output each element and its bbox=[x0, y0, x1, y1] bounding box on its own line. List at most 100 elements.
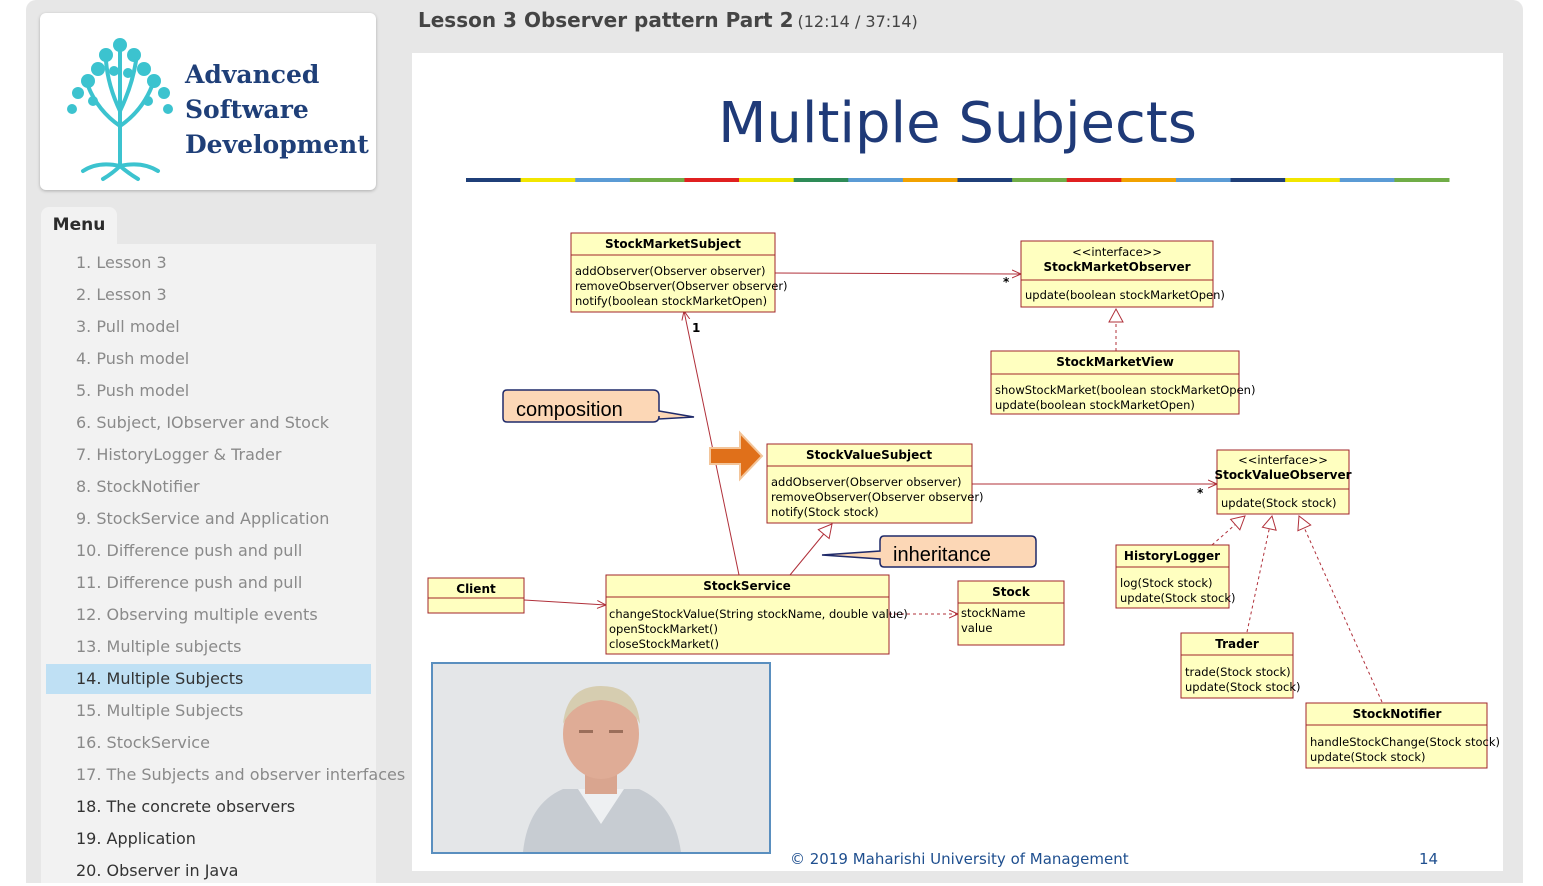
assoc-client-to-service bbox=[523, 599, 606, 605]
rainbow-segment bbox=[1339, 178, 1395, 182]
menu-item[interactable]: 6. Subject, IObserver and Stock bbox=[76, 413, 330, 432]
svg-text:Client: Client bbox=[456, 582, 496, 596]
presenter-video[interactable] bbox=[431, 662, 771, 854]
rainbow-segment bbox=[1285, 178, 1341, 182]
svg-text:log(Stock stock): log(Stock stock) bbox=[1120, 576, 1213, 590]
menu-item[interactable]: 13. Multiple subjects bbox=[76, 637, 242, 656]
menu-item[interactable]: 2. Lesson 3 bbox=[76, 285, 167, 304]
inheritance-service-to-svs bbox=[789, 523, 833, 576]
rainbow-segment bbox=[1012, 178, 1068, 182]
lesson-title: Lesson 3 Observer pattern Part 2(12:14 /… bbox=[418, 8, 918, 32]
composition-service-to-sms bbox=[684, 311, 740, 576]
menu-item[interactable]: 10. Difference push and pull bbox=[76, 541, 303, 560]
rainbow-segment bbox=[1066, 178, 1122, 182]
rainbow-segment bbox=[1175, 178, 1232, 182]
class-stock-service: StockService changeStockValue(String sto… bbox=[605, 574, 908, 655]
class-stock-value-subject: StockValueSubject addObserver(Observer o… bbox=[766, 443, 984, 524]
svg-text:Stock: Stock bbox=[992, 585, 1031, 599]
menu-item[interactable]: 9. StockService and Application bbox=[76, 509, 330, 528]
presenter-image bbox=[433, 664, 769, 852]
rainbow-segment bbox=[466, 178, 522, 182]
lesson-time: (12:14 / 37:14) bbox=[797, 12, 918, 31]
menu-item[interactable]: 3. Pull model bbox=[76, 317, 180, 336]
svg-text:update(boolean stockMarketOpen: update(boolean stockMarketOpen) bbox=[995, 398, 1195, 412]
menu-item[interactable]: 19. Application bbox=[76, 829, 196, 848]
svg-text:StockService: StockService bbox=[703, 579, 791, 593]
svg-text:inheritance: inheritance bbox=[893, 544, 991, 566]
menu-item[interactable]: 12. Observing multiple events bbox=[76, 605, 318, 624]
class-stock-market-subject: StockMarketSubject addObserver(Observer … bbox=[570, 232, 788, 313]
svg-text:closeStockMarket(): closeStockMarket() bbox=[609, 637, 719, 651]
course-logo: Advanced Software Development bbox=[40, 13, 376, 190]
svg-text:update(boolean stockMarketOpen: update(boolean stockMarketOpen) bbox=[1025, 288, 1225, 302]
realize-hl-to-svo bbox=[1211, 515, 1246, 546]
svg-text:StockValueSubject: StockValueSubject bbox=[806, 448, 932, 462]
class-stock-notifier: StockNotifier handleStockChange(Stock st… bbox=[1305, 702, 1500, 769]
svg-text:changeStockValue(String stockN: changeStockValue(String stockName, doubl… bbox=[609, 607, 908, 621]
svg-text:update(Stock stock): update(Stock stock) bbox=[1120, 591, 1236, 605]
svg-text:notify(Stock stock): notify(Stock stock) bbox=[771, 505, 879, 519]
menu-item[interactable]: 18. The concrete observers bbox=[76, 797, 296, 816]
class-history-logger: HistoryLogger log(Stock stock) update(St… bbox=[1115, 544, 1236, 609]
rainbow-segment bbox=[739, 178, 795, 182]
menu-item[interactable]: 1. Lesson 3 bbox=[76, 253, 167, 272]
rainbow-segment bbox=[957, 178, 1013, 182]
svg-text:update(Stock stock): update(Stock stock) bbox=[1221, 496, 1337, 510]
logo-line-2: Software bbox=[185, 95, 309, 124]
rainbow-segment bbox=[1394, 178, 1450, 182]
interface-stock-value-observer: <<interface>> StockValueObserver update(… bbox=[1214, 449, 1352, 515]
rainbow-segment bbox=[684, 178, 740, 182]
menu-item[interactable]: 5. Push model bbox=[76, 381, 190, 400]
svg-text:StockMarketView: StockMarketView bbox=[1056, 355, 1174, 369]
svg-text:value: value bbox=[961, 621, 992, 635]
mult-smo: * bbox=[1003, 275, 1010, 289]
svg-text:openStockMarket(): openStockMarket() bbox=[609, 622, 718, 636]
menu-item[interactable]: 16. StockService bbox=[76, 733, 210, 752]
svg-text:<<interface>>: <<interface>> bbox=[1238, 453, 1328, 467]
svg-text:handleStockChange(Stock stock): handleStockChange(Stock stock) bbox=[1310, 735, 1500, 749]
menu-item[interactable]: 11. Difference push and pull bbox=[76, 573, 303, 592]
class-stock: Stock stockName value bbox=[957, 580, 1065, 646]
svg-text:notify(boolean stockMarketOpen: notify(boolean stockMarketOpen) bbox=[575, 294, 767, 308]
svg-text:StockValueObserver: StockValueObserver bbox=[1214, 468, 1351, 482]
menu-tab[interactable]: Menu bbox=[41, 207, 117, 244]
callout-composition: composition bbox=[502, 389, 695, 423]
slide: Multiple Subjects * * 1 bbox=[412, 53, 1503, 871]
callout-inheritance: inheritance bbox=[821, 535, 1037, 568]
rainbow-segment bbox=[520, 178, 576, 182]
rainbow-segment bbox=[1230, 178, 1286, 182]
orange-arrow-icon bbox=[709, 430, 764, 482]
menu-item[interactable]: 17. The Subjects and observer interfaces bbox=[76, 765, 406, 784]
class-stock-market-view: StockMarketView showStockMarket(boolean … bbox=[990, 350, 1255, 415]
rainbow-divider bbox=[466, 178, 1450, 182]
class-client: Client bbox=[427, 577, 525, 614]
menu-item[interactable]: 7. HistoryLogger & Trader bbox=[76, 445, 282, 464]
menu-item[interactable]: 4. Push model bbox=[76, 349, 190, 368]
mult-svo: * bbox=[1197, 486, 1204, 500]
svg-text:HistoryLogger: HistoryLogger bbox=[1124, 549, 1220, 563]
svg-text:update(Stock stock): update(Stock stock) bbox=[1185, 680, 1301, 694]
rainbow-segment bbox=[793, 178, 849, 182]
svg-text:removeObserver(Observer observ: removeObserver(Observer observer) bbox=[771, 490, 984, 504]
rainbow-segment bbox=[629, 178, 685, 182]
svg-text:StockNotifier: StockNotifier bbox=[1353, 707, 1442, 721]
rainbow-segment bbox=[1121, 178, 1177, 182]
mult-sms: 1 bbox=[692, 321, 700, 335]
realize-notifier-to-svo bbox=[1297, 515, 1383, 703]
slide-title: Multiple Subjects bbox=[718, 91, 1197, 156]
menu-item[interactable]: 20. Observer in Java bbox=[76, 861, 239, 880]
class-trader: Trader trade(Stock stock) update(Stock s… bbox=[1180, 632, 1301, 699]
svg-text:StockMarketObserver: StockMarketObserver bbox=[1043, 260, 1190, 274]
svg-text:addObserver(Observer observer): addObserver(Observer observer) bbox=[575, 264, 766, 278]
svg-text:trade(Stock stock): trade(Stock stock) bbox=[1185, 665, 1291, 679]
realize-trader-to-svo bbox=[1246, 514, 1277, 633]
menu-panel: 1. Lesson 3 2. Lesson 3 3. Pull model 4. Pu… bbox=[41, 244, 406, 883]
rainbow-segment bbox=[902, 178, 958, 182]
logo-line-1: Advanced bbox=[185, 60, 320, 89]
interface-stock-market-observer: <<interface>> StockMarketObserver update… bbox=[1020, 240, 1225, 308]
svg-text:update(Stock stock): update(Stock stock) bbox=[1310, 750, 1426, 764]
menu-item[interactable]: 15. Multiple Subjects bbox=[76, 701, 244, 720]
rainbow-segment bbox=[575, 178, 631, 182]
menu-item[interactable]: 14. Multiple Subjects bbox=[46, 664, 371, 694]
menu-item[interactable]: 8. StockNotifier bbox=[76, 477, 200, 496]
